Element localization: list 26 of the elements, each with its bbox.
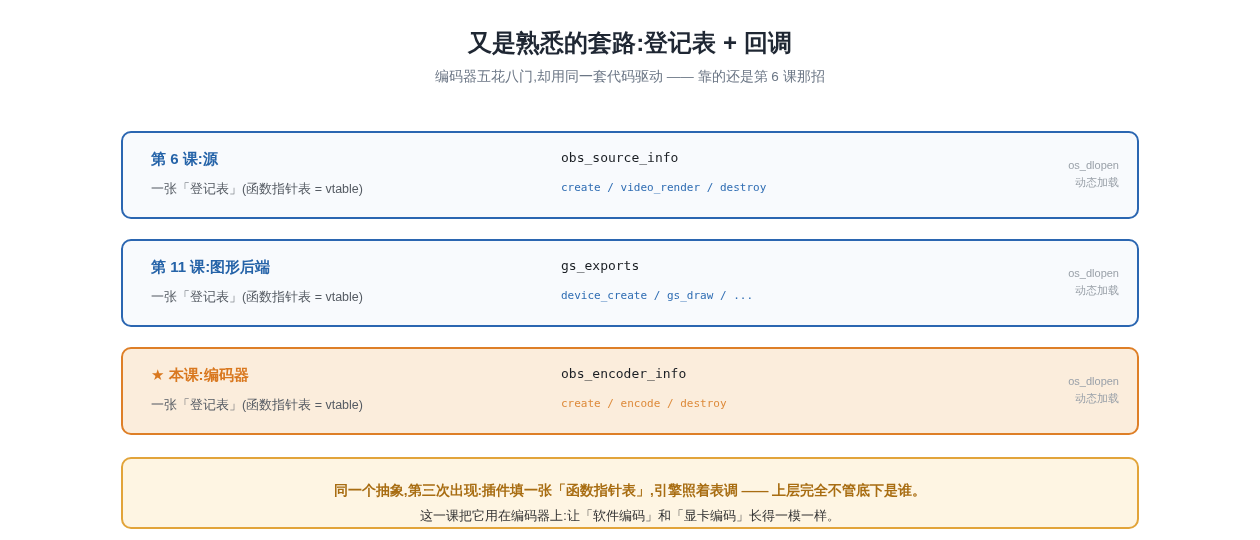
card-description: 一张「登记表」(函数指针表 = vtable) xyxy=(151,397,363,414)
card-description: 一张「登记表」(函数指针表 = vtable) xyxy=(151,289,363,306)
summary-headline: 同一个抽象,第三次出现:插件填一张「函数指针表」,引擎照着表调 —— 上层完全不管底下是谁。 xyxy=(333,482,927,500)
loader-note: os_dlopen xyxy=(1068,374,1119,389)
loader-note: 动态加载 xyxy=(1075,175,1119,190)
struct-name: gs_exports xyxy=(561,257,640,275)
loader-note: os_dlopen xyxy=(1068,158,1119,173)
summary-panel xyxy=(121,457,1139,529)
lesson-card xyxy=(121,239,1139,327)
loader-note: 动态加载 xyxy=(1075,391,1119,406)
loader-note: 动态加载 xyxy=(1075,283,1119,298)
method-list: device_create / gs_draw / ... xyxy=(561,288,754,304)
lesson-card xyxy=(121,131,1139,219)
card-heading: 第 11 课:图形后端 xyxy=(151,257,271,277)
struct-name: obs_encoder_info xyxy=(561,365,687,383)
struct-name: obs_source_info xyxy=(561,149,679,167)
method-list: create / video_render / destroy xyxy=(561,180,767,196)
method-list: create / encode / destroy xyxy=(561,396,727,412)
loader-note: os_dlopen xyxy=(1068,266,1119,281)
lesson-card xyxy=(121,347,1139,435)
page-title: 又是熟悉的套路:登记表 + 回调 xyxy=(468,28,792,58)
summary-text: 这一课把它用在编码器上:让「软件编码」和「显卡编码」长得一模一样。 xyxy=(420,508,840,525)
page-subtitle: 编码器五花八门,却用同一套代码驱动 —— 靠的还是第 6 课那招 xyxy=(435,68,825,86)
card-description: 一张「登记表」(函数指针表 = vtable) xyxy=(151,181,363,198)
card-heading: ★ 本课:编码器 xyxy=(151,365,249,385)
card-heading: 第 6 课:源 xyxy=(151,149,218,169)
